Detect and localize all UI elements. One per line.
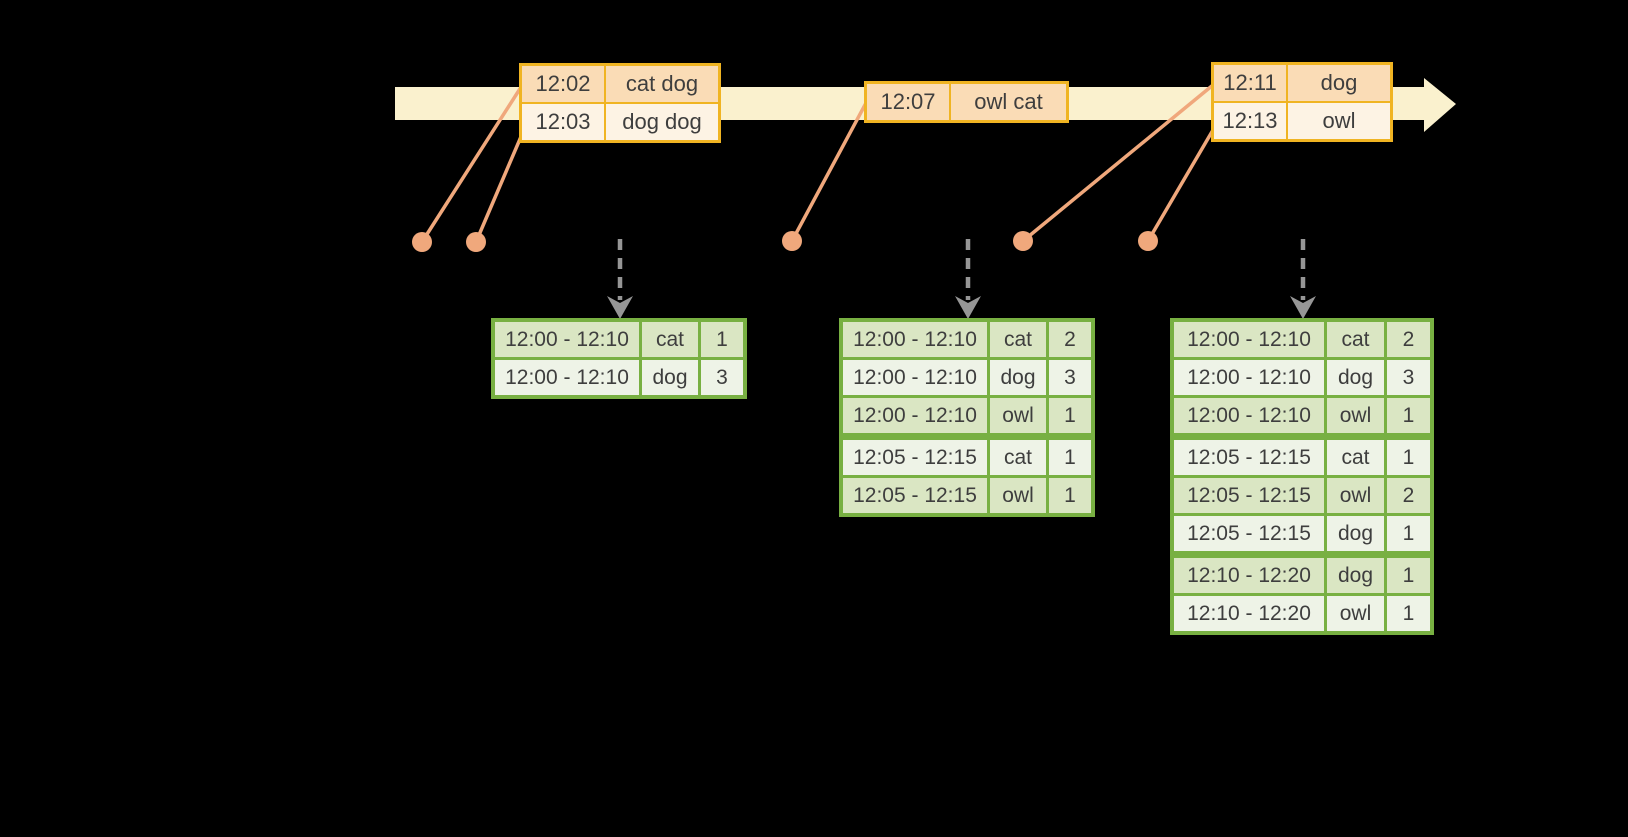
window-cell: 12:05 - 12:15 (1174, 478, 1324, 513)
event-time-cell: 12:11 (1214, 65, 1286, 101)
trigger-down-arrow-icon (955, 239, 981, 319)
word-cell: owl (990, 398, 1046, 433)
event-time-dots (412, 231, 1158, 252)
result-row: 12:00 - 12:10 dog 3 (843, 360, 1091, 395)
window-cell: 12:00 - 12:10 (843, 398, 987, 433)
window-cell: 12:00 - 12:10 (495, 360, 639, 395)
window-cell: 12:00 - 12:10 (843, 322, 987, 357)
event-words-cell: dog dog (606, 104, 718, 140)
count-cell: 1 (1387, 398, 1430, 433)
event-time-dot (466, 232, 486, 252)
word-cell: dog (642, 360, 698, 395)
trigger-down-arrow-icon (607, 239, 633, 319)
word-cell: dog (1327, 516, 1384, 551)
count-cell: 1 (701, 322, 743, 357)
result-table-2: 12:00 - 12:10 cat 2 12:00 - 12:10 dog 3 … (839, 318, 1095, 517)
word-cell: cat (990, 440, 1046, 475)
result-row: 12:05 - 12:15 owl 1 (843, 478, 1091, 513)
trigger-down-arrow-icon (1290, 239, 1316, 319)
count-cell: 3 (1049, 360, 1091, 395)
count-cell: 2 (1387, 478, 1430, 513)
window-cell: 12:05 - 12:15 (1174, 440, 1324, 475)
word-cell: owl (1327, 478, 1384, 513)
event-time-dot (412, 232, 432, 252)
window-cell: 12:10 - 12:20 (1174, 596, 1324, 631)
result-row: 12:00 - 12:10 cat 2 (843, 322, 1091, 357)
word-cell: owl (1327, 596, 1384, 631)
event-time-cell: 12:02 (522, 66, 604, 102)
event-row: 12:11 dog (1214, 65, 1390, 101)
event-words-cell: owl (1288, 103, 1390, 139)
event-box-1: 12:02 cat dog 12:03 dog dog (519, 63, 721, 143)
event-time-dot (1013, 231, 1033, 251)
event-box-2: 12:07 owl cat (864, 81, 1069, 123)
event-connector-lines (420, 83, 1215, 243)
window-cell: 12:05 - 12:15 (1174, 516, 1324, 551)
word-cell: owl (990, 478, 1046, 513)
count-cell: 1 (1387, 516, 1430, 551)
result-row: 12:00 - 12:10 owl 1 (843, 398, 1091, 433)
result-table-1: 12:00 - 12:10 cat 1 12:00 - 12:10 dog 3 (491, 318, 747, 399)
count-cell: 1 (1387, 440, 1430, 475)
word-cell: dog (1327, 360, 1384, 395)
window-cell: 12:00 - 12:10 (1174, 360, 1324, 395)
event-connector-line (1021, 83, 1215, 243)
result-row: 12:05 - 12:15 owl 2 (1174, 478, 1430, 513)
timeline-arrowhead-icon (1424, 78, 1456, 132)
trigger-arrows (607, 239, 1316, 319)
count-cell: 2 (1049, 322, 1091, 357)
window-cell: 12:00 - 12:10 (1174, 398, 1324, 433)
event-connector-line (474, 131, 525, 243)
count-cell: 1 (1049, 398, 1091, 433)
result-row: 12:05 - 12:15 cat 1 (843, 440, 1091, 475)
event-connector-line (790, 102, 868, 242)
event-row: 12:13 owl (1214, 103, 1390, 139)
event-time-cell: 12:13 (1214, 103, 1286, 139)
count-cell: 3 (1387, 360, 1430, 395)
event-row: 12:03 dog dog (522, 104, 718, 140)
word-cell: cat (1327, 440, 1384, 475)
window-cell: 12:05 - 12:15 (843, 478, 987, 513)
event-box-3: 12:11 dog 12:13 owl (1211, 62, 1393, 142)
count-cell: 1 (1387, 596, 1430, 631)
result-row: 12:05 - 12:15 cat 1 (1174, 440, 1430, 475)
result-row: 12:00 - 12:10 cat 2 (1174, 322, 1430, 357)
result-row: 12:00 - 12:10 dog 3 (495, 360, 743, 395)
window-cell: 12:10 - 12:20 (1174, 558, 1324, 593)
result-table-3: 12:00 - 12:10 cat 2 12:00 - 12:10 dog 3 … (1170, 318, 1434, 635)
count-cell: 1 (1049, 440, 1091, 475)
count-cell: 2 (1387, 322, 1430, 357)
event-words-cell: dog (1288, 65, 1390, 101)
word-cell: cat (1327, 322, 1384, 357)
word-cell: owl (1327, 398, 1384, 433)
event-time-cell: 12:03 (522, 104, 604, 140)
word-cell: dog (1327, 558, 1384, 593)
word-cell: cat (990, 322, 1046, 357)
result-row: 12:00 - 12:10 owl 1 (1174, 398, 1430, 433)
count-cell: 1 (1387, 558, 1430, 593)
event-row: 12:02 cat dog (522, 66, 718, 102)
window-cell: 12:00 - 12:10 (1174, 322, 1324, 357)
event-time-cell: 12:07 (867, 84, 949, 120)
count-cell: 1 (1049, 478, 1091, 513)
result-row: 12:10 - 12:20 owl 1 (1174, 596, 1430, 631)
window-cell: 12:05 - 12:15 (843, 440, 987, 475)
window-cell: 12:00 - 12:10 (495, 322, 639, 357)
event-time-dot (782, 231, 802, 251)
word-cell: dog (990, 360, 1046, 395)
result-row: 12:10 - 12:20 dog 1 (1174, 558, 1430, 593)
event-words-cell: cat dog (606, 66, 718, 102)
word-cell: cat (642, 322, 698, 357)
window-cell: 12:00 - 12:10 (843, 360, 987, 395)
event-row: 12:07 owl cat (867, 84, 1066, 120)
event-time-dot (1138, 231, 1158, 251)
event-words-cell: owl cat (951, 84, 1066, 120)
event-connector-line (420, 83, 525, 243)
result-row: 12:00 - 12:10 dog 3 (1174, 360, 1430, 395)
result-row: 12:05 - 12:15 dog 1 (1174, 516, 1430, 551)
count-cell: 3 (701, 360, 743, 395)
result-row: 12:00 - 12:10 cat 1 (495, 322, 743, 357)
event-connector-line (1146, 129, 1215, 242)
